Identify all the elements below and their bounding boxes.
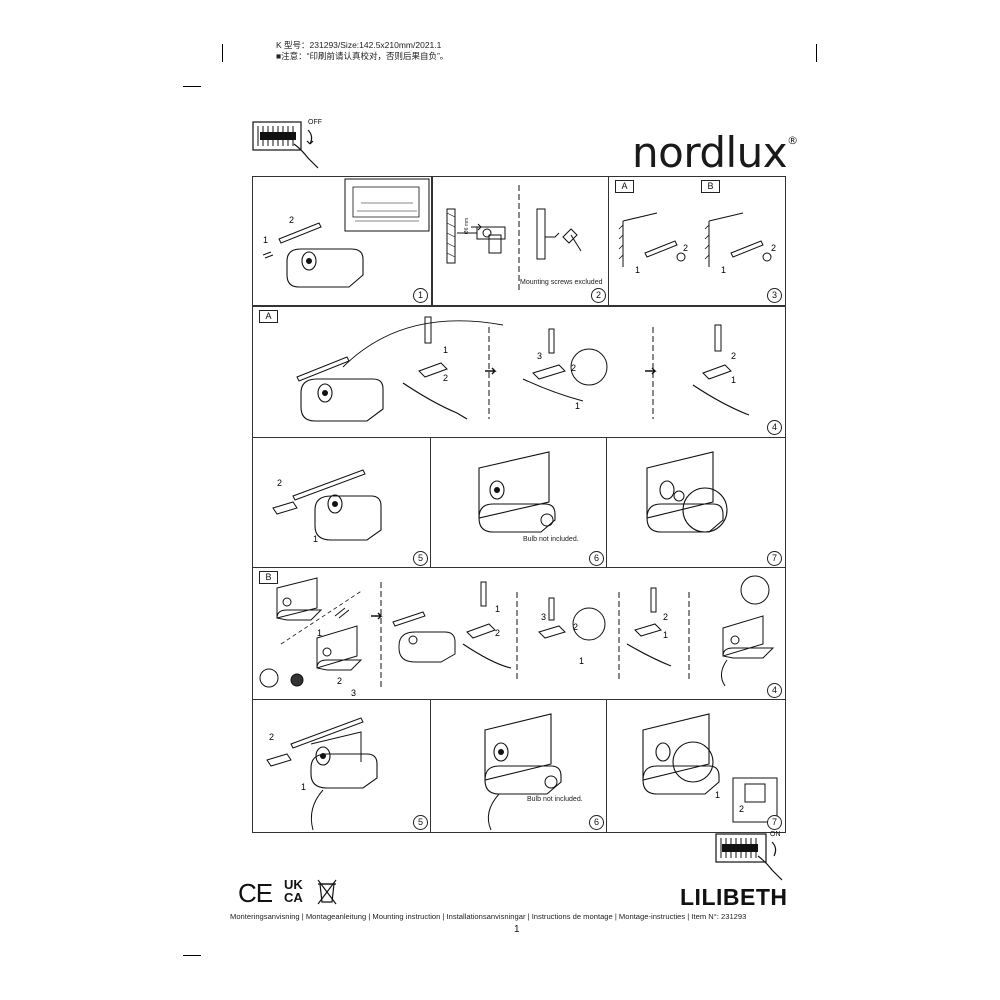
step-4b-panel: B 1 2 3 1 2 3 2 1 2 1 xyxy=(252,567,786,701)
svg-text:3: 3 xyxy=(541,612,546,622)
fixing-illustration: 2 1 xyxy=(272,469,382,544)
svg-text:2: 2 xyxy=(269,732,274,742)
fuse-box-icon xyxy=(715,833,783,881)
svg-text:2: 2 xyxy=(573,622,578,632)
ce-mark: CE xyxy=(238,878,273,908)
svg-text:1: 1 xyxy=(579,656,584,666)
step-number: 5 xyxy=(413,815,428,830)
switch-off-label: OFF xyxy=(308,119,322,126)
step-number: 7 xyxy=(767,551,782,566)
step-number: 3 xyxy=(767,288,782,303)
crop-mark-top-right xyxy=(816,44,817,62)
ukca-mark-bottom: CA xyxy=(284,890,303,905)
svg-text:1: 1 xyxy=(731,375,736,385)
svg-text:2: 2 xyxy=(495,628,500,638)
svg-text:2: 2 xyxy=(337,676,342,686)
svg-text:2: 2 xyxy=(571,363,576,373)
crop-mark-left-lower xyxy=(183,955,201,956)
step-7a-panel: 7 xyxy=(606,437,786,569)
step-number: 6 xyxy=(589,815,604,830)
step-4a-panel: A 1 2 3 2 1 2 1 4 xyxy=(252,306,786,438)
svg-text:2: 2 xyxy=(663,612,668,622)
crop-mark-left-upper xyxy=(183,86,201,87)
drill-size-caption: Ø6 mm xyxy=(464,217,471,235)
lamp-with-bulb-variant-b-illustration: 2 1 xyxy=(642,713,778,823)
lamp-shelf-variant-b-illustration xyxy=(484,713,562,831)
variant-b-label: B xyxy=(259,571,278,584)
weee-bin-icon xyxy=(317,879,337,905)
wall-bracket-illustration: 1 2 1 2 xyxy=(618,212,776,275)
svg-text:1: 1 xyxy=(663,630,668,640)
step-number: 6 xyxy=(589,551,604,566)
svg-text:3: 3 xyxy=(537,351,542,361)
bulb-not-included-caption: Bulb not included. xyxy=(527,796,583,803)
svg-text:1: 1 xyxy=(721,265,726,275)
print-note: K 型号：231293/Size:142.5x210mm/2021.1 ■注意：… xyxy=(276,40,448,62)
svg-text:1: 1 xyxy=(575,401,580,411)
step-3-panel: A B 1 2 1 2 3 xyxy=(608,176,786,306)
brand-logo: nordlux® xyxy=(632,128,798,177)
step-5b-panel: 2 1 5 xyxy=(252,699,432,833)
svg-text:1: 1 xyxy=(301,782,306,792)
svg-text:3: 3 xyxy=(351,688,356,698)
svg-text:2: 2 xyxy=(277,478,282,488)
step-2-panel: Ø6 mm Mounting screws excluded 2 xyxy=(432,176,610,306)
svg-text:2: 2 xyxy=(771,243,776,253)
ukca-mark-top: UK xyxy=(284,877,303,892)
step-number: 4 xyxy=(767,683,782,698)
svg-text:2: 2 xyxy=(731,351,736,361)
step-6b-panel: Bulb not included. 6 xyxy=(430,699,608,833)
wiring-variant-b-illustration: 1 2 3 1 2 3 2 1 2 1 xyxy=(259,575,775,698)
certification-marks: CE UK CA xyxy=(238,878,348,908)
lamp-with-bulb-illustration xyxy=(646,451,728,533)
fixing-variant-b-illustration: 2 1 xyxy=(266,717,378,831)
wiring-illustration: 1 2 3 2 1 2 1 xyxy=(296,316,750,422)
svg-text:2: 2 xyxy=(443,373,448,383)
step-5a-panel: 2 1 5 xyxy=(252,437,432,569)
step-7b-panel: 2 1 7 xyxy=(606,699,786,833)
lamp-bracket-illustration: 1 2 xyxy=(262,178,430,288)
step-number: 2 xyxy=(591,288,606,303)
fuse-box-icon xyxy=(252,121,319,169)
variant-a-label: A xyxy=(259,310,278,323)
brand-name: nordlux xyxy=(632,128,788,177)
svg-text:1: 1 xyxy=(263,235,268,245)
svg-text:2: 2 xyxy=(683,243,688,253)
print-note-warning: ■注意：“印刷前请认真校对，否则后果自负”。 xyxy=(276,51,449,61)
variant-b-label: B xyxy=(701,180,720,193)
svg-text:1: 1 xyxy=(495,604,500,614)
bulb-not-included-caption: Bulb not included. xyxy=(523,536,579,543)
step-number: 4 xyxy=(767,420,782,435)
fuse-box-off-illustration: OFF xyxy=(250,116,330,172)
product-name: LILIBETH xyxy=(680,884,788,910)
svg-text:1: 1 xyxy=(313,534,318,544)
svg-text:1: 1 xyxy=(635,265,640,275)
lamp-shelf-illustration xyxy=(478,451,556,533)
registered-mark: ® xyxy=(787,134,798,147)
svg-text:2: 2 xyxy=(739,804,744,814)
print-note-size: K 型号：231293/Size:142.5x210mm/2021.1 xyxy=(276,40,442,50)
fuse-box-on-illustration: ON xyxy=(708,828,788,884)
switch-on-label: ON xyxy=(770,831,781,838)
svg-text:1: 1 xyxy=(317,628,322,638)
step-1-panel: 1 2 1 xyxy=(252,176,432,306)
drill-illustration xyxy=(446,185,582,293)
svg-text:1: 1 xyxy=(715,790,720,800)
step-number: 1 xyxy=(413,288,428,303)
svg-text:1: 1 xyxy=(443,345,448,355)
step-6a-panel: Bulb not included. 6 xyxy=(430,437,608,569)
step-number: 7 xyxy=(767,815,782,830)
page-number: 1 xyxy=(514,924,520,935)
crop-mark-top-left xyxy=(222,44,223,62)
footer-text: Monteringsanvisning | Montageanleitung |… xyxy=(230,912,747,921)
variant-a-label: A xyxy=(615,180,634,193)
mounting-screws-caption: Mounting screws excluded xyxy=(520,279,603,286)
step-number: 5 xyxy=(413,551,428,566)
svg-text:2: 2 xyxy=(289,215,294,225)
